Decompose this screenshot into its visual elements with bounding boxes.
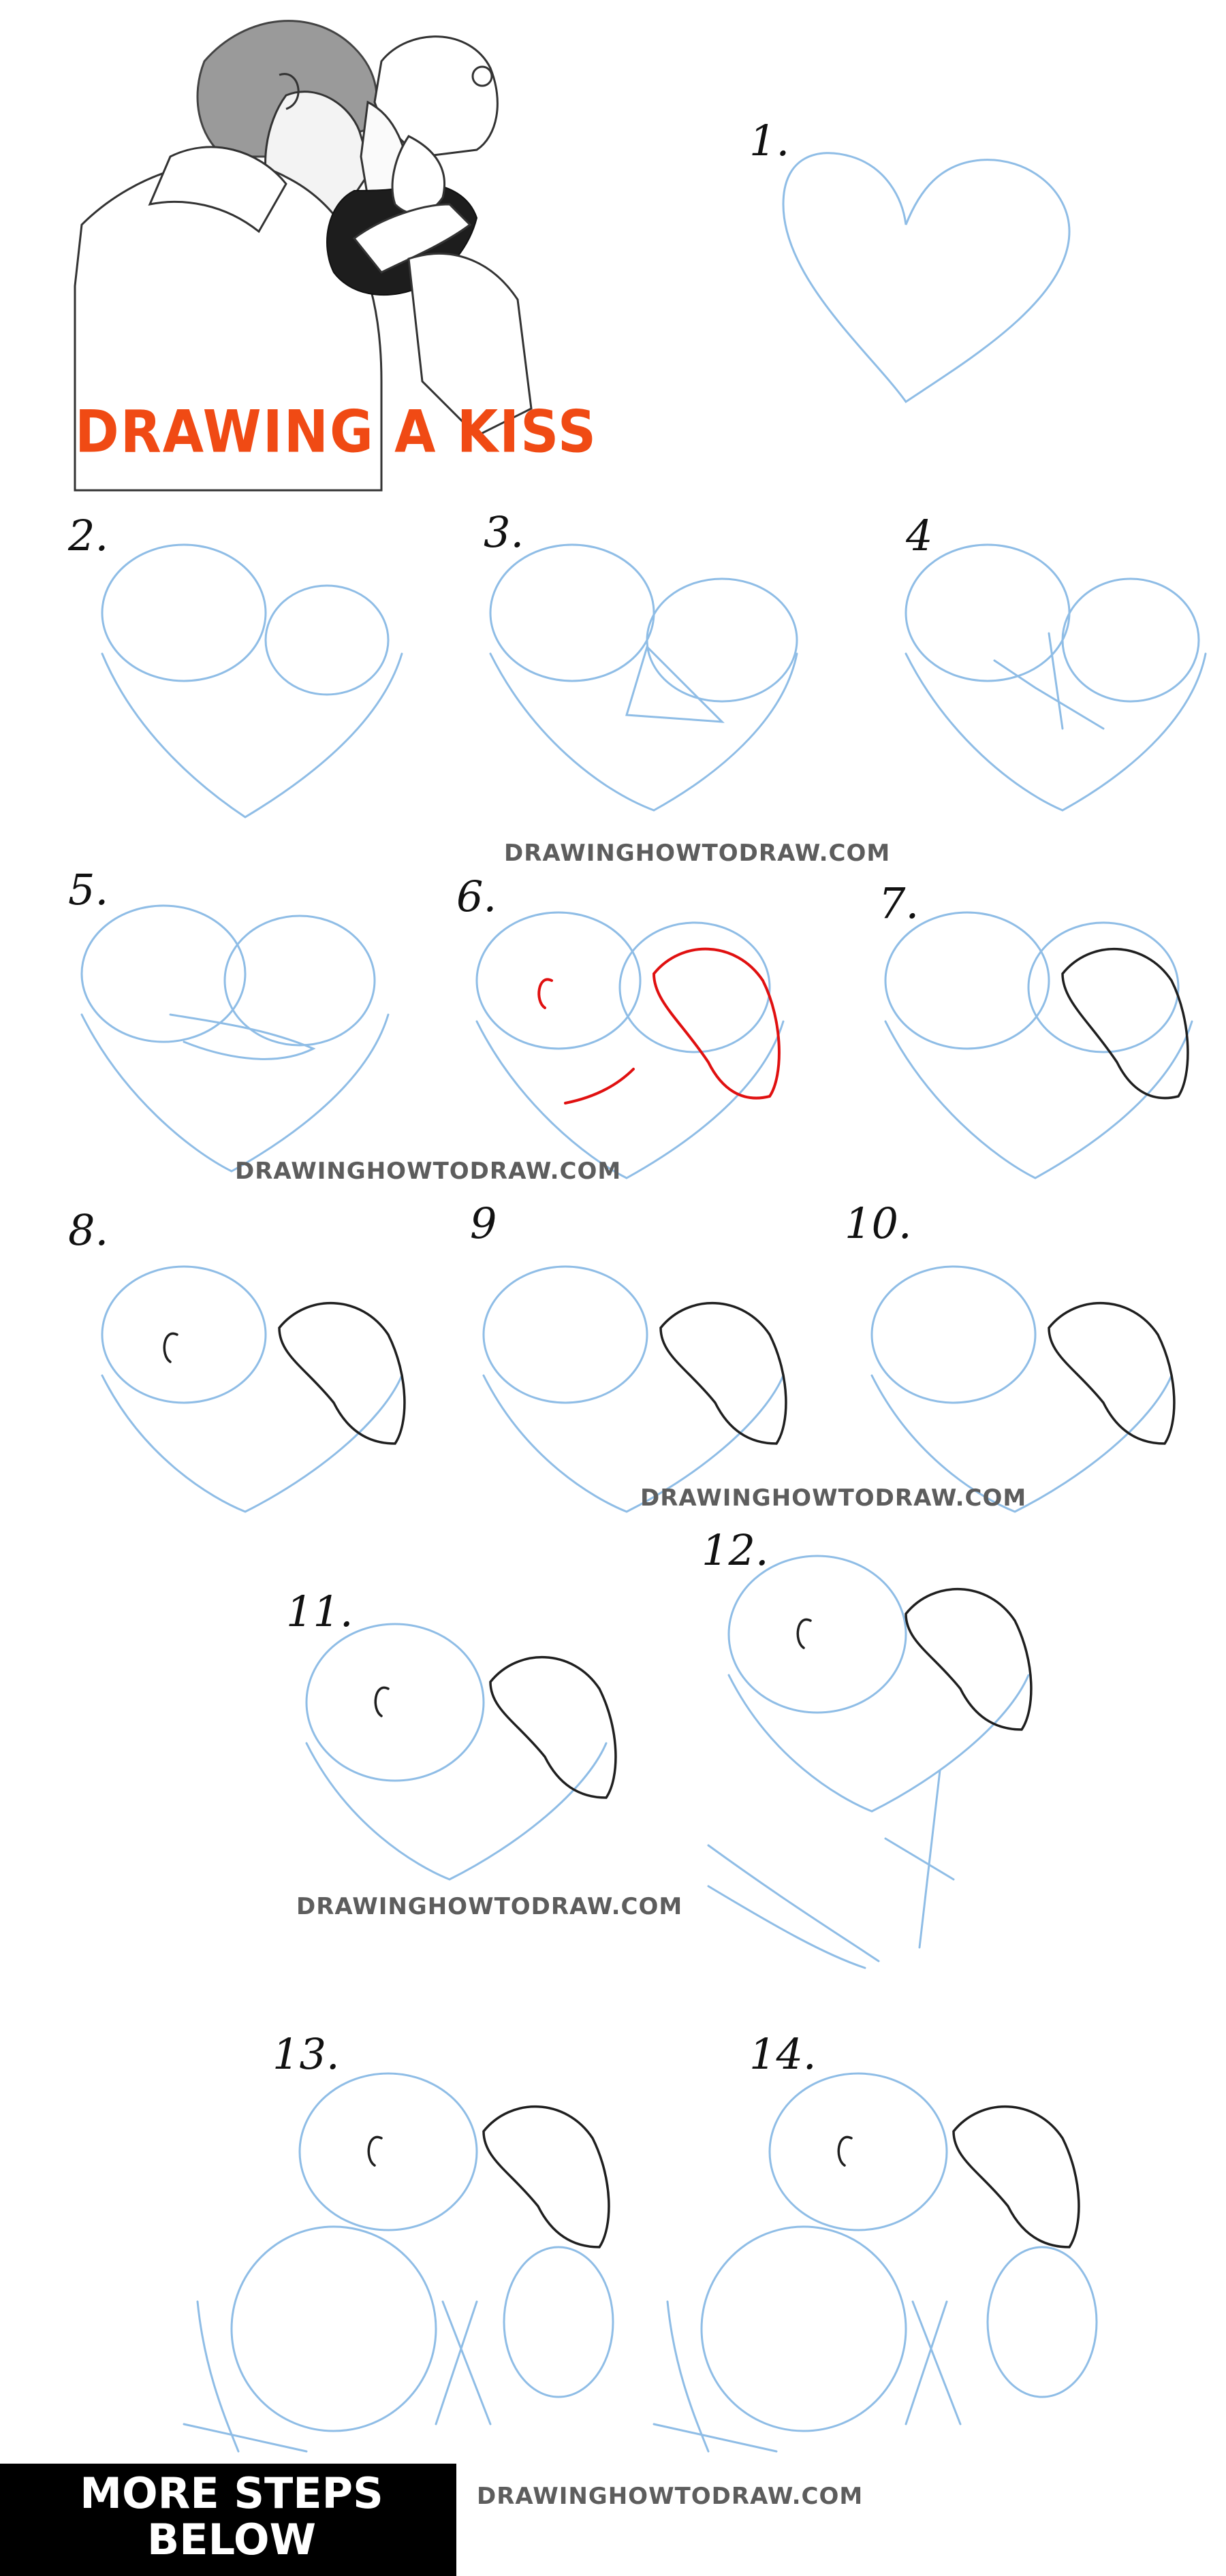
step-5-sketch [80, 904, 390, 1173]
step-8-sketch [101, 1265, 403, 1513]
page-title: DRAWING A KISS [75, 398, 598, 466]
more-steps-text: MORE STEPS BELOW [54, 2470, 409, 2563]
step-7-sketch [884, 911, 1193, 1179]
more-steps-line1: MORE STEPS [80, 2468, 383, 2518]
woman-coat [407, 253, 533, 437]
watermark: DRAWINGHOWTODRAW.COM [296, 1893, 683, 1920]
more-steps-banner [0, 2464, 456, 2576]
step-10-sketch [870, 1265, 1173, 1513]
more-steps-line2: BELOW [147, 2515, 316, 2564]
step-7-ink [1061, 947, 1189, 1100]
hero-illustration [74, 20, 533, 492]
step-number: 11. [286, 1587, 353, 1636]
step-13-ink [367, 2105, 610, 2248]
step-number: 7. [879, 878, 920, 928]
step-number: 4 [906, 511, 933, 560]
step-number: 9 [470, 1198, 497, 1248]
man-ear [279, 73, 300, 110]
watermark: DRAWINGHOWTODRAW.COM [504, 840, 891, 867]
watermark: DRAWINGHOWTODRAW.COM [235, 1158, 622, 1185]
step-12-ink [796, 1587, 1033, 1731]
man-arm [352, 203, 472, 274]
step-1-heart [782, 152, 1071, 404]
man-scarf [148, 146, 287, 234]
step-number: 3. [484, 507, 524, 557]
step-11-sketch [305, 1623, 608, 1881]
watermark: DRAWINGHOWTODRAW.COM [640, 1484, 1027, 1512]
man-coat [74, 161, 383, 492]
watermark: DRAWINGHOWTODRAW.COM [477, 2483, 864, 2510]
step-6-new-lines [537, 947, 781, 1104]
step-number: 5. [68, 865, 109, 915]
hat-pompom [471, 65, 493, 87]
step-number: 10. [845, 1198, 912, 1248]
step-number: 1. [749, 116, 790, 165]
step-number: 14. [749, 2029, 817, 2079]
step-number: 2. [68, 511, 109, 560]
step-2-sketch [101, 543, 403, 818]
step-number: 8. [68, 1205, 109, 1255]
step-14-ink [837, 2105, 1080, 2248]
step-11-ink [374, 1655, 617, 1799]
step-4-sketch [905, 543, 1207, 812]
step-number: 12. [702, 1525, 769, 1575]
step-10-ink [1048, 1301, 1176, 1445]
step-3-sketch [489, 543, 798, 812]
step-13-sketch [183, 2072, 614, 2453]
step-6-sketch [475, 911, 785, 1179]
step-9-ink [659, 1301, 787, 1445]
step-14-sketch [653, 2072, 1098, 2453]
step-number: 13. [272, 2029, 340, 2079]
step-8-ink [163, 1301, 406, 1445]
step-9-sketch [482, 1265, 785, 1513]
step-number: 6. [456, 872, 497, 921]
step-12-sketch [707, 1555, 1030, 1969]
